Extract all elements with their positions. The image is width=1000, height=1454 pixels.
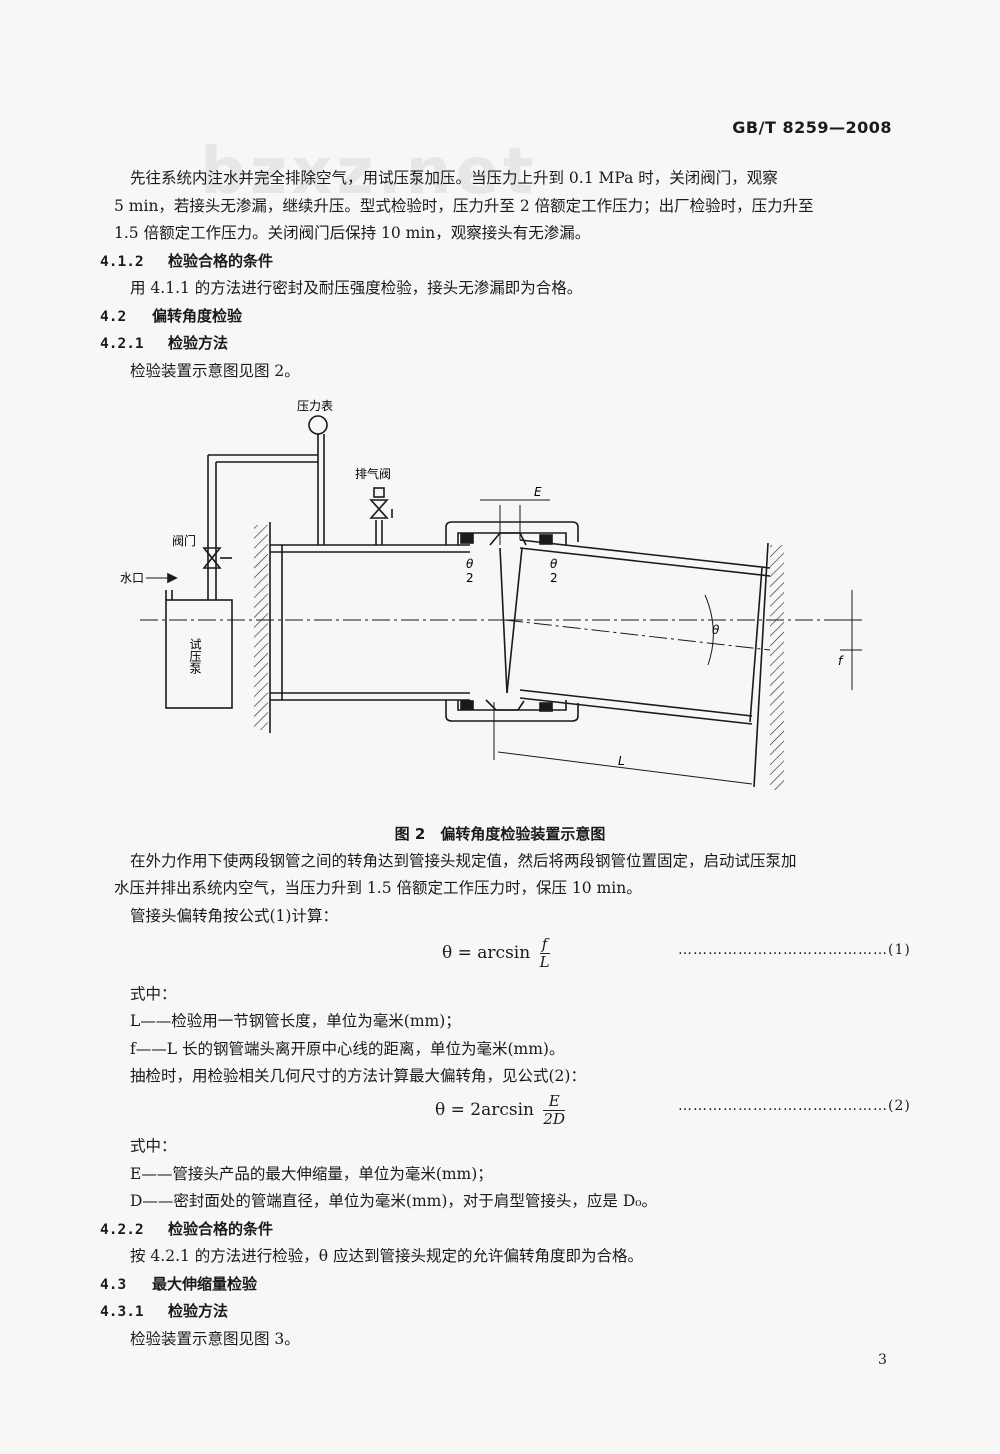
label-gauge: 压力表 — [297, 399, 333, 413]
formula-lhs: θ = arcsin — [442, 943, 531, 963]
definition-f: f——L 长的钢管端头离开原中心线的距离，单位为毫米(mm)。 — [130, 1040, 565, 1058]
figure-2-diagram: 压力表 排气阀 阀门 水口 试压泵 E θ 2 θ 2 θ f L — [120, 399, 862, 790]
definition-E: E——管接头产品的最大伸缩量，单位为毫米(mm)； — [130, 1165, 493, 1183]
paragraph-line: 在外力作用下使两段钢管之间的转角达到管接头规定值，然后将两段钢管位置固定，启动试… — [130, 852, 797, 870]
where-label: 式中： — [130, 1137, 177, 1155]
formula-denominator: L — [539, 953, 550, 971]
section-number: 4.3.1 — [100, 1304, 144, 1320]
section-heading-4-1-2: 4.1.2 检验合格的条件 — [100, 250, 273, 273]
label-inlet: 水口 — [120, 571, 144, 585]
paragraph-line: 1.5 倍额定工作压力。关闭阀门后保持 10 min，观察接头有无渗漏。 — [114, 224, 591, 242]
section-number: 4.1.2 — [100, 254, 144, 270]
paragraph: 检验装置示意图见图 2。 — [130, 362, 300, 380]
definition-D: D——密封面处的管端直径，单位为毫米(mm)，对于肩型管接头，应是 D₀。 — [130, 1192, 657, 1210]
paragraph: 抽检时，用检验相关几何尺寸的方法计算最大偏转角，见公式(2)： — [130, 1067, 586, 1085]
label-vent: 排气阀 — [355, 466, 391, 481]
formula-numerator: f — [539, 936, 550, 954]
section-number: 4.3 — [100, 1277, 127, 1293]
section-title: 最大伸缩量检验 — [152, 1275, 258, 1293]
definition-L: L——检验用一节钢管长度，单位为毫米(mm)； — [130, 1012, 461, 1030]
where-label: 式中： — [130, 985, 177, 1003]
section-number: 4.2 — [100, 309, 127, 325]
section-title: 检验合格的条件 — [168, 252, 274, 270]
paragraph: 按 4.2.1 的方法进行检验，θ 应达到管接头规定的允许偏转角度即为合格。 — [130, 1247, 644, 1265]
section-title: 偏转角度检验 — [152, 307, 243, 325]
paragraph-line: 5 min，若接头无渗漏，继续升压。型式检验时，压力升至 2 倍额定工作压力；出… — [114, 197, 814, 215]
section-number: 4.2.2 — [100, 1222, 144, 1238]
formula-lhs: θ = 2arcsin — [435, 1100, 534, 1120]
label-theta: θ — [712, 623, 720, 637]
section-title: 检验方法 — [168, 334, 229, 352]
equation-number: ……………………………………(2) — [678, 1098, 911, 1114]
paragraph-line: 先往系统内注水并完全排除空气，用试压泵加压。当压力上升到 0.1 MPa 时，关… — [130, 169, 778, 187]
label-pump: 试压泵 — [188, 637, 202, 674]
watermark: bzxz.net — [200, 135, 538, 209]
paragraph: 用 4.1.1 的方法进行密封及耐压强度检验，接头无渗漏即为合格。 — [130, 279, 583, 297]
standard-number: GB/T 8259—2008 — [732, 118, 892, 137]
label-half-theta-left: θ — [466, 557, 474, 571]
page-number: 3 — [878, 1352, 887, 1368]
section-heading-4-3-1: 4.3.1 检验方法 — [100, 1300, 228, 1323]
label-half-theta-right: θ — [550, 557, 558, 571]
label-half-den-left: 2 — [466, 571, 474, 585]
label-valve: 阀门 — [172, 533, 196, 548]
section-heading-4-3: 4.3 最大伸缩量检验 — [100, 1273, 257, 1296]
paragraph: 检验装置示意图见图 3。 — [130, 1330, 300, 1348]
section-title: 检验合格的条件 — [168, 1220, 274, 1238]
paragraph: 管接头偏转角按公式(1)计算： — [130, 907, 338, 925]
label-f: f — [838, 654, 844, 668]
paragraph-line: 水压并排出系统内空气，当压力升到 1.5 倍额定工作压力时，保压 10 min。 — [114, 879, 642, 897]
formula-numerator: E — [543, 1093, 565, 1111]
label-L: L — [618, 754, 625, 768]
formula-denominator: 2D — [543, 1110, 565, 1128]
section-heading-4-2-1: 4.2.1 检验方法 — [100, 332, 228, 355]
section-number: 4.2.1 — [100, 336, 144, 352]
label-E: E — [534, 485, 542, 499]
figure-caption: 图 2 偏转角度检验装置示意图 — [394, 825, 606, 843]
section-title: 检验方法 — [168, 1302, 229, 1320]
section-heading-4-2-2: 4.2.2 检验合格的条件 — [100, 1218, 273, 1241]
section-heading-4-2: 4.2 偏转角度检验 — [100, 305, 242, 328]
label-half-den-right: 2 — [550, 571, 558, 585]
equation-number: ……………………………………(1) — [678, 942, 911, 958]
